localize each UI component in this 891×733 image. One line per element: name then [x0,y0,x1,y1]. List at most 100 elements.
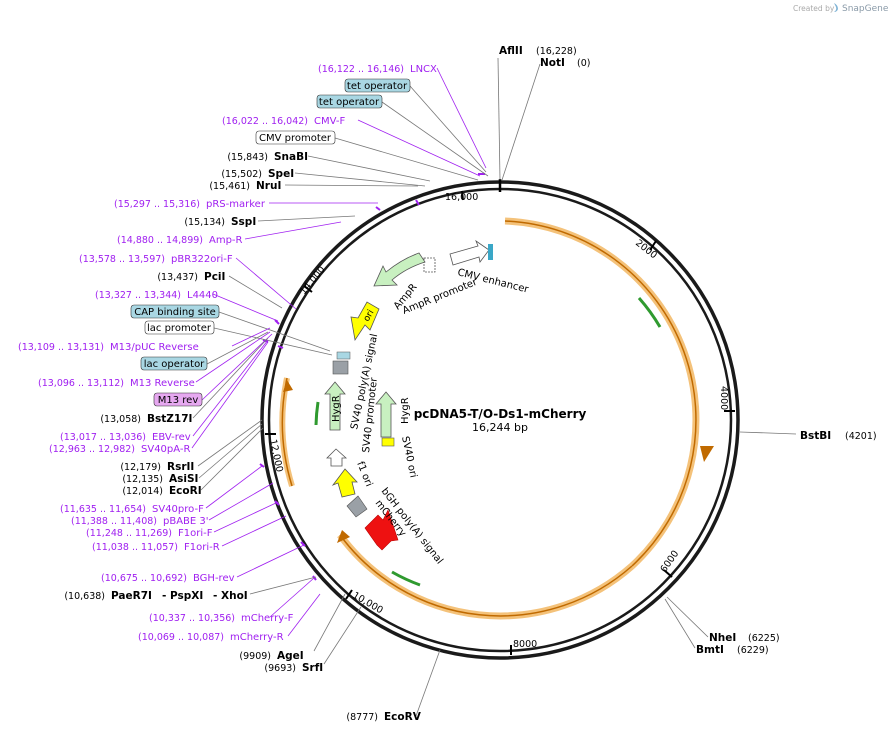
site-nrui[interactable]: NruI [256,180,281,192]
primer-mark [300,541,306,547]
leader-snabi [307,155,431,182]
box-lac-operator[interactable] [140,356,208,371]
ori-arrow[interactable] [350,301,380,342]
ampr-promoter-block[interactable] [423,257,436,273]
primer-bgh-rev[interactable]: BGH-rev [193,573,235,584]
box-lac-promoter[interactable] [144,320,215,335]
label-hygr-left: HygR [331,395,342,422]
green-arc-left [314,401,320,426]
primer-pbr322ori-f[interactable]: pBR322ori-F [171,254,233,265]
coord-prs-marker: (15,297 .. 15,316) [114,199,200,210]
leader-f1orif [213,501,279,533]
coord-bstbi: (4201) [845,431,877,442]
coord-mcherry-f: (10,337 .. 10,356) [149,613,235,624]
coord-srfi: (9693) [264,663,296,674]
box-cap-binding-site[interactable] [130,304,220,319]
lac-blocks[interactable] [336,351,351,360]
box-m13-rev[interactable] [153,392,203,407]
cmv-enhancer-arrow[interactable] [449,239,490,266]
site-pspxi[interactable]: - PspXI [162,590,203,602]
site-agei[interactable]: AgeI [277,650,304,662]
site-bstz17i[interactable]: BstZ17I [147,413,192,425]
coord-asisi: (12,135) [122,474,163,485]
f1-ori-arrow[interactable] [331,468,358,498]
coord-ecori: (12,014) [122,486,163,497]
leader-aflii [497,57,501,181]
tick-label-6000: 6000 [658,549,681,575]
box-tet-operator-2[interactable] [316,94,383,109]
site-noti[interactable]: NotI [540,57,565,69]
label-cap-binding-site: CAP binding site [134,307,216,318]
label-tet-operator-1: tet operator [347,81,408,92]
label-lac-promoter: lac promoter [147,323,212,334]
primer-f1ori-r[interactable]: F1ori-R [184,542,220,553]
primer-pbabe3[interactable]: pBABE 3' [163,516,209,527]
leader-tet1 [409,85,487,173]
primer-sv40pro-f[interactable]: SV40pro-F [152,504,204,515]
site-bstbi[interactable]: BstBI [800,430,831,442]
orf-arc-bottom-line [339,534,633,617]
sv40-promoter-arrow[interactable] [326,448,348,467]
primer-cmv-f[interactable]: CMV-F [314,116,345,127]
primer-l4440[interactable]: L4440 [187,290,218,301]
site-spei[interactable]: SpeI [268,168,294,180]
ampr-arrow[interactable] [373,252,426,287]
primer-mark [274,500,280,506]
primer-amp-r[interactable]: Amp-R [209,235,243,246]
site-sspi[interactable]: SspI [231,216,256,228]
hygr-arrow-left[interactable] [324,381,346,431]
leader-ampr [244,221,342,240]
label-m13-rev: M13 rev [158,395,199,406]
site-pcii[interactable]: PciI [204,271,225,283]
primer-ebv-rev[interactable]: EBV-rev [152,432,191,443]
leader-m13rev [201,333,273,401]
site-srfi[interactable]: SrfI [302,662,323,674]
label-hygr-right: HygR [400,397,411,424]
cmv-promoter-block[interactable] [488,244,493,260]
leader-m13puc [231,327,271,347]
coord-agei: (9909) [239,651,271,662]
coord-rsrii: (12,179) [120,462,161,473]
bgh-polya-block[interactable] [346,495,368,518]
coord-amp-r: (14,880 .. 14,899) [117,235,203,246]
coord-ecorv: (8777) [346,712,378,723]
primer-prs-marker[interactable]: pRS-marker [206,199,266,210]
leader-pbabe [208,482,274,521]
hygr-arrow-right[interactable] [375,391,397,438]
primer-mcherry-r[interactable]: mCherry-R [230,632,284,643]
leader-cap [218,311,331,352]
site-aflii[interactable]: AflII [499,45,523,57]
primer-m13-puc-reverse[interactable]: M13/pUC Reverse [110,342,199,353]
primer-mark [274,319,280,325]
site-paer7i[interactable]: PaeR7I [111,590,152,602]
site-nhei[interactable]: NheI [709,632,736,644]
site-snabi[interactable]: SnaBI [274,151,308,163]
tick-10000 [345,589,353,600]
leader-pbr322 [235,257,297,310]
label-cmv-promoter: CMV promoter [259,133,332,144]
sv40-ori-block[interactable] [381,437,395,447]
site-ecorv[interactable]: EcoRV [384,711,422,723]
primer-f1ori-f[interactable]: F1ori-F [178,528,213,539]
mcherry-arrow[interactable] [364,509,399,551]
green-arc-right [637,297,662,328]
site-bmti[interactable]: BmtI [696,644,724,656]
primer-lncx[interactable]: LNCX [410,64,437,75]
label-lac-operator: lac operator [144,359,205,370]
leader-cmvf [357,119,481,177]
box-tet-operator-1[interactable] [344,78,411,93]
primer-mcherry-f[interactable]: mCherry-F [241,613,294,624]
site-rsrii[interactable]: RsrII [167,461,194,473]
leader-sv40prof [205,465,263,509]
orf-arrow-right [700,446,714,462]
sv40-polya-block[interactable] [332,360,349,375]
leader-lacoperator [206,331,269,365]
primer-sv40pa-r[interactable]: SV40pA-R [141,444,190,455]
created-by-text: Created by [793,4,835,13]
box-cmv-promoter[interactable] [255,130,336,145]
primer-m13-reverse[interactable]: M13 Reverse [130,378,195,389]
site-asisi[interactable]: AsiSI [169,473,198,485]
green-arc-bottom [391,570,421,587]
site-xhoi[interactable]: - XhoI [213,590,248,602]
site-ecori[interactable]: EcoRI [169,485,202,497]
